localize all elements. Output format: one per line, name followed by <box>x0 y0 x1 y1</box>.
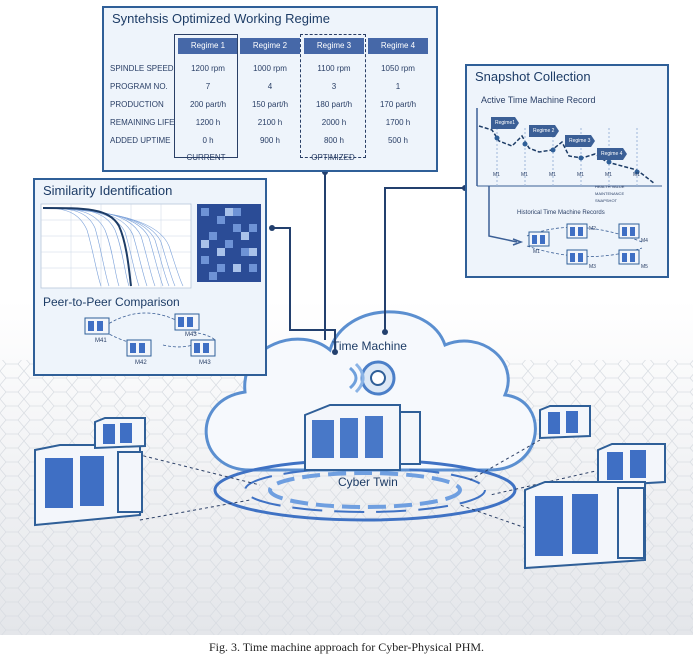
legend-snapshot: SNAPSHOT <box>595 198 618 203</box>
legend-maintenance: MAINTENANCE <box>595 191 625 196</box>
regime-1-header: Regime 1 <box>178 38 238 54</box>
similarity-graphics <box>40 203 261 357</box>
machine-left-large-icon <box>34 444 143 527</box>
axis-mark: M1 <box>521 172 528 178</box>
cyber-twin-label: Cyber Twin <box>338 475 398 489</box>
machine-label: M41 <box>95 338 107 344</box>
cell: 1 <box>395 82 401 91</box>
regime-2-header: Regime 2 <box>240 38 300 54</box>
current-label: CURRENT <box>186 153 226 162</box>
axis-mark: M1 <box>549 172 556 178</box>
machine-label: M3 <box>589 264 596 270</box>
snapshot-graph <box>476 108 662 265</box>
machine-label: M4 <box>641 238 648 244</box>
time-machine-icon <box>348 360 396 396</box>
historical-records-label: Historical Time Machine Records <box>517 210 605 216</box>
machine-label: M2 <box>589 226 596 232</box>
machine-left-small-icon <box>94 417 146 450</box>
cell: 150 part/h <box>251 100 289 109</box>
regime-tag: Regime 3 <box>569 138 591 144</box>
cell: 200 part/h <box>189 100 227 109</box>
regime-tag: Regime 2 <box>533 128 555 134</box>
row-label-added-uptime: ADDED UPTIME <box>110 136 171 145</box>
cell: 2100 h <box>257 118 283 127</box>
legend-health-value: HEALTH VALUE <box>595 184 625 189</box>
regime-tag: Regime 4 <box>601 151 623 157</box>
snapshot-panel: Snapshot Collection Active Time Machine … <box>465 64 669 278</box>
time-machine-label: Time Machine <box>332 339 407 353</box>
cell: 2000 h <box>321 118 347 127</box>
cell: 1000 rpm <box>253 64 287 73</box>
cell: 0 h <box>202 136 214 145</box>
snapshot-subtitle: Active Time Machine Record <box>481 95 596 105</box>
axis-mark: M1 <box>605 172 612 178</box>
optimized-regime-frame <box>300 34 366 158</box>
cell: 1200 h <box>195 118 221 127</box>
regime-4-header: Regime 4 <box>368 38 428 54</box>
machine-label: M5 <box>641 264 648 270</box>
similarity-panel: Similarity Identification <box>33 178 267 376</box>
cell: 170 part/h <box>379 100 417 109</box>
regime-tag: Regime1 <box>495 120 516 126</box>
similarity-panel-title: Similarity Identification <box>43 183 173 198</box>
snapshot-panel-title: Snapshot Collection <box>475 69 591 84</box>
machine-label: M1 <box>533 249 540 255</box>
peer-comparison-label: Peer-to-Peer Comparison <box>43 295 180 309</box>
cyber-twin-machine-icon <box>304 404 421 471</box>
machine-right-large-icon <box>524 481 646 570</box>
current-regime-frame <box>174 34 238 158</box>
machine-label: M43 <box>199 360 211 366</box>
cell: 1050 rpm <box>381 64 415 73</box>
regime-3-header: Regime 3 <box>304 38 364 54</box>
cell: 900 h <box>259 136 281 145</box>
axis-mark: M1 <box>633 172 640 178</box>
row-label-program-no: PROGRAM NO. <box>110 82 168 91</box>
row-label-spindle-speed: SPINDLE SPEED <box>110 64 174 73</box>
cell: 7 <box>205 82 211 91</box>
figure-caption: Fig. 3. Time machine approach for Cyber-… <box>208 640 485 654</box>
axis-mark: M1 <box>577 172 584 178</box>
regime-panel-title: Syntehsis Optimized Working Regime <box>112 11 330 26</box>
row-label-remaining-life: REMAINING LIFE <box>110 118 175 127</box>
cell: 180 part/h <box>315 100 353 109</box>
cell: 500 h <box>387 136 409 145</box>
optimized-label: OPTIMIZED <box>311 153 355 162</box>
cell: 800 h <box>323 136 345 145</box>
machine-right-mid-icon <box>597 443 666 488</box>
axis-mark: M1 <box>493 172 500 178</box>
cell: 1100 rpm <box>317 64 351 73</box>
panel-connectors <box>272 172 468 352</box>
cell: 1200 rpm <box>191 64 225 73</box>
machine-label: M42 <box>135 360 147 366</box>
cell: 1700 h <box>385 118 411 127</box>
regime-panel: Syntehsis Optimized Working Regime Regim… <box>102 6 438 172</box>
row-label-production: PRODUCTION <box>110 100 164 109</box>
cell: 4 <box>267 82 273 91</box>
cell: 3 <box>331 82 337 91</box>
machine-right-small-icon <box>539 405 591 440</box>
machine-label: M43 <box>185 332 197 338</box>
